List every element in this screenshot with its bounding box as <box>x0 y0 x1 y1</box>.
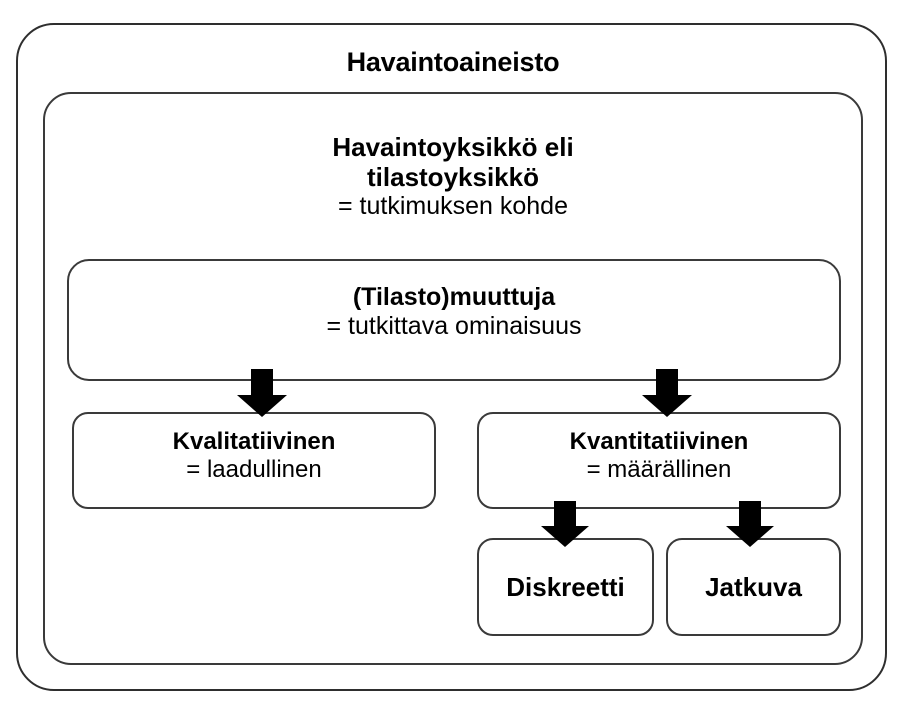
arrow-down-variable-to-quantitative <box>642 369 692 417</box>
label-kvalitatiivinen: Kvalitatiivinen = laadullinen <box>72 428 436 484</box>
page-title: Havaintoaineisto <box>346 47 560 77</box>
arrow-down-quantitative-to-continuous <box>726 501 774 547</box>
box-tilastomuuttuja <box>67 259 841 381</box>
label-kvalitatiivinen-line2: = laadullinen <box>186 455 322 483</box>
arrow-down-quantitative-to-discrete <box>541 501 589 547</box>
box-kvalitatiivinen <box>72 412 436 509</box>
label-kvalitatiivinen-line1: Kvalitatiivinen <box>172 428 336 455</box>
label-tilastomuuttuja-line1: (Tilasto)muuttuja <box>352 283 556 311</box>
label-kvantitatiivinen-line1: Kvantitatiivinen <box>569 428 749 455</box>
arrow-down-variable-to-qualitative <box>237 369 287 417</box>
label-havaintoyksikko-line3: = tutkimuksen kohde <box>338 192 568 221</box>
box-jatkuva <box>666 538 841 636</box>
label-tilastomuuttuja: (Tilasto)muuttuja = tutkittava ominaisuu… <box>67 283 841 341</box>
label-kvantitatiivinen: Kvantitatiivinen = määrällinen <box>477 428 841 484</box>
label-havaintoyksikko: Havaintoyksikkö eli tilastoyksikkö = tut… <box>43 132 863 221</box>
label-kvantitatiivinen-line2: = määrällinen <box>586 455 732 483</box>
label-diskreetti: Diskreetti <box>506 572 625 602</box>
label-havaintoyksikko-line2: tilastoyksikkö <box>367 162 539 193</box>
label-jatkuva: Jatkuva <box>705 572 802 602</box>
label-tilastomuuttuja-line2: = tutkittava ominaisuus <box>326 312 582 340</box>
box-kvantitatiivinen <box>477 412 841 509</box>
label-havaintoyksikko-line1: Havaintoyksikkö eli <box>332 132 574 162</box>
